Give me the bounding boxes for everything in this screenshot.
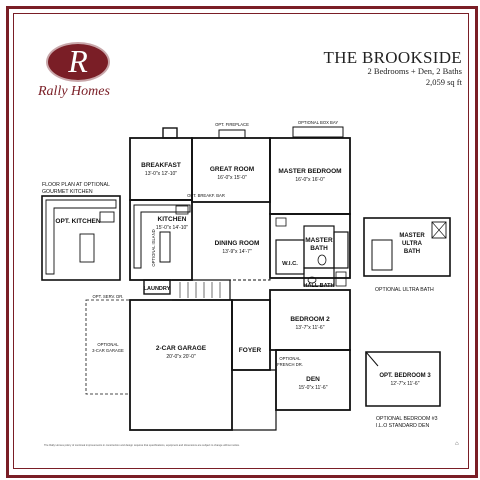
foyer-walls — [231, 299, 271, 371]
french-dr-note-1: OPTIONAL — [279, 356, 301, 361]
dining-room-dim: 13'-9"x 14'-7" — [222, 249, 252, 255]
dining-room-label: DINING ROOM — [215, 240, 260, 247]
wic-walls — [275, 239, 305, 275]
master-bedroom-label: MASTER BEDROOM — [278, 168, 341, 175]
opt-bedroom3-caption-1: OPTIONAL BEDROOM #3 — [376, 416, 438, 422]
toilet — [317, 254, 327, 266]
disclaimer: The Rally Homes policy of continual impr… — [44, 444, 240, 447]
breakfast-walls — [129, 137, 193, 201]
ultra-bath-walls — [363, 217, 451, 277]
kitchen-island — [159, 231, 171, 263]
optional-3car-outline — [85, 299, 131, 395]
range — [175, 205, 189, 215]
breakfast-bar-note: OPT. BREAKF. BAR — [187, 193, 225, 198]
opt-bedroom3-walls — [365, 351, 441, 407]
ultra-bath-label-1: MASTER — [399, 233, 425, 239]
logo-letter: R — [68, 43, 88, 79]
ultra-bath-closet — [371, 239, 393, 271]
opt-ultra-bath-inset — [363, 217, 451, 277]
opt-bedroom3-inset — [365, 351, 441, 407]
hall-toilet — [307, 276, 317, 284]
ultra-bath-shower — [431, 221, 447, 239]
hall-tub — [335, 271, 347, 287]
hall-bath-label: HALL BATH — [304, 283, 335, 289]
outer-border — [6, 6, 478, 478]
den-label: DEN — [306, 376, 320, 383]
ultra-bath-label-2: ULTRA — [402, 241, 423, 247]
opt-fireplace-note: OPT. FIREPLACE — [215, 122, 249, 127]
bedroom2-dim: 13'-7"x 11'-6" — [296, 325, 325, 331]
box-bay-outline — [292, 126, 344, 138]
island-note: OPTIONAL ISLAND — [151, 229, 156, 266]
kitchen-dim: 15'-0"x 14'-10" — [156, 225, 188, 231]
opt-bedroom3-label: OPT. BEDROOM 3 — [379, 373, 431, 379]
fireplace-chimney — [162, 127, 178, 139]
bedroom2-label: BEDROOM 2 — [290, 316, 330, 323]
main-plan-walls — [85, 126, 351, 431]
plan-notes: OPT. FIREPLACE OPTIONAL BOX BAY OPT. BRE… — [92, 120, 338, 367]
opt-kitchen-island — [79, 233, 95, 263]
opt-kitchen-counter — [45, 199, 117, 275]
plan-sqft: 2,059 sq ft — [425, 77, 462, 87]
porch-walls — [232, 369, 277, 431]
opt-bedroom3-dim: 12'-7"x 11'-6" — [391, 381, 420, 387]
opt-3car-note-1: OPTIONAL — [97, 342, 119, 347]
laundry-label: LAUNDRY — [144, 286, 171, 292]
breakfast-dim: 13'-0"x 12'-10" — [145, 171, 177, 177]
master-bedroom-walls — [269, 137, 351, 215]
garage-dim: 20'-0"x 20'-0" — [166, 354, 196, 360]
kitchen-label: KITCHEN — [158, 216, 187, 223]
inner-border — [13, 13, 469, 469]
garage-label: 2-CAR GARAGE — [156, 345, 207, 352]
ultra-bath-label-3: BATH — [404, 249, 420, 255]
opt-bedroom3-caption-2: I.L.O STANDARD DEN — [376, 423, 429, 429]
room-names: BREAKFAST GREAT ROOM MASTER BEDROOM KITC… — [55, 162, 431, 383]
serv-dr-note: OPT. SERV. DR. — [93, 294, 124, 299]
box-bay-note: OPTIONAL BOX BAY — [298, 120, 338, 125]
french-dr-note-2: FRENCH DR. — [277, 362, 303, 367]
opt-kitchen-walls — [41, 195, 121, 281]
stair-treads — [179, 282, 221, 298]
brand-logo: R — [46, 42, 110, 82]
master-bath-label-1: MASTER — [305, 237, 333, 244]
foyer-label: FOYER — [239, 347, 262, 354]
hall-stair — [172, 279, 231, 301]
vanity — [275, 217, 287, 227]
opt-kitchen-range — [99, 211, 115, 223]
plan-title: THE BROOKSIDE — [323, 48, 462, 67]
wic-label: W.I.C. — [282, 261, 298, 267]
garage-walls — [129, 299, 233, 431]
great-room-label: GREAT ROOM — [210, 166, 254, 173]
opt-kitchen-caption-2: GOURMET KITCHEN — [42, 189, 93, 195]
inset-captions: FLOOR PLAN AT OPTIONAL GOURMET KITCHEN O… — [42, 182, 438, 429]
ultra-bath-caption: OPTIONAL ULTRA BATH — [375, 287, 434, 293]
laundry-walls — [143, 279, 171, 295]
room-dimensions: 13'-0"x 12'-10" 16'-0"x 15'-0" 16'-0"x 1… — [145, 171, 420, 391]
master-bath-label-2: BATH — [310, 245, 328, 252]
shower — [333, 231, 349, 269]
master-suite-walls — [269, 213, 351, 279]
plan-subtitle: 2 Bedrooms + Den, 2 Baths — [367, 66, 462, 76]
opt-fireplace-outline — [218, 129, 246, 139]
opt-3car-note-2: 3-CAR GARAGE — [92, 348, 124, 353]
master-bedroom-dim: 16'-0"x 16'-0" — [295, 177, 325, 183]
brand-name: Rally Homes — [38, 84, 110, 99]
den-dim: 15'-0"x 11'-6" — [299, 385, 328, 391]
opt-kitchen-label: OPT. KITCHEN — [55, 218, 100, 225]
opt-kitchen-inset — [41, 195, 121, 281]
opt-kitchen-caption-1: FLOOR PLAN AT OPTIONAL — [42, 182, 110, 188]
fixtures — [175, 205, 347, 287]
breakfast-label: BREAKFAST — [141, 162, 181, 169]
kitchen-counter — [133, 204, 191, 269]
great-room-dim: 16'-0"x 15'-0" — [217, 175, 247, 181]
hall-bath-walls — [303, 267, 335, 287]
equal-housing-icon: ⌂ — [455, 441, 459, 447]
